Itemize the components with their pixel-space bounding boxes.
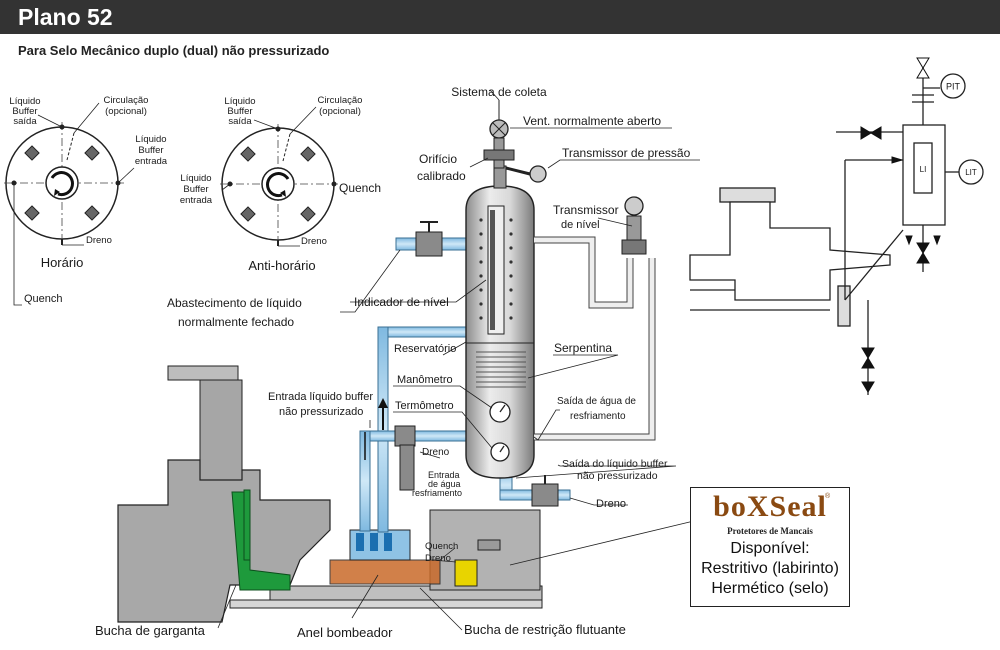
label-transmissor: Transmissor bbox=[553, 203, 619, 217]
label-nao-pressurizado-saida: não pressurizado bbox=[577, 470, 658, 482]
label-opcional: (opcional) bbox=[105, 106, 147, 117]
label-entrada: entrada bbox=[180, 195, 213, 206]
label-lit: LIT bbox=[965, 168, 977, 177]
pit-bubble bbox=[940, 73, 966, 99]
brand-line-restritivo: Restritivo (labirinto) bbox=[701, 560, 839, 577]
brand-line-disponivel: Disponível: bbox=[730, 540, 810, 557]
label-pit: PIT bbox=[946, 82, 961, 92]
label-reservatorio: Reservatório bbox=[394, 343, 456, 355]
label-saida: saída bbox=[13, 116, 37, 127]
label-sistema-coleta: Sistema de coleta bbox=[451, 85, 547, 99]
label-anel-bombeador: Anel bombeador bbox=[297, 625, 393, 640]
registered-mark: ® bbox=[825, 493, 831, 500]
label-li: LI bbox=[920, 165, 927, 174]
label-indicador-nivel: Indicador de nível bbox=[354, 295, 449, 309]
pump-casing bbox=[117, 365, 543, 623]
label-quench: Quench bbox=[24, 293, 63, 305]
valve-dreno-bottom bbox=[531, 475, 559, 507]
boxseal-tagline: Protetores de Mancais bbox=[727, 526, 813, 536]
label-liquido: Líquido bbox=[9, 96, 40, 107]
callout-labels: Sistema de coleta Vent. normalmente aber… bbox=[95, 85, 691, 640]
label-buffer: Buffer bbox=[227, 106, 252, 117]
header-bar: Plano 52 bbox=[0, 0, 1000, 34]
label-de-nivel: de nível bbox=[561, 219, 600, 231]
label-calibrado: calibrado bbox=[417, 169, 466, 183]
label-dreno-valve: Dreno bbox=[422, 447, 450, 458]
right-schematic bbox=[689, 60, 960, 395]
label-manometro: Manômetro bbox=[397, 374, 453, 386]
label-liquido: Líquido bbox=[135, 134, 166, 145]
brand-line-hermetico: Hermético (selo) bbox=[711, 580, 829, 597]
label-entrada: entrada bbox=[135, 156, 168, 167]
label-normalmente-fechado: normalmente fechado bbox=[178, 315, 294, 329]
label-quench: Quench bbox=[339, 181, 381, 195]
reservoir-vessel bbox=[465, 165, 535, 479]
label-bucha-restricao: Bucha de restrição flutuante bbox=[464, 622, 626, 637]
label-horario: Horário bbox=[41, 255, 84, 270]
label-serpentina: Serpentina bbox=[554, 341, 612, 355]
label-quench-seal: Quench bbox=[425, 541, 458, 552]
level-transmitter bbox=[534, 196, 656, 441]
label-dreno: Dreno bbox=[86, 235, 112, 246]
label-circulacao: Circulação bbox=[104, 95, 149, 106]
vent-and-pressure-instruments bbox=[483, 100, 547, 183]
flange-horario-labels: Líquido Buffer saída Circulação (opciona… bbox=[9, 95, 167, 305]
label-opcional: (opcional) bbox=[319, 106, 361, 117]
valve-entrada-buffer bbox=[394, 425, 416, 491]
label-saida-agua: Saída de água de bbox=[557, 396, 636, 407]
boxseal-logo: boXSeal bbox=[713, 490, 827, 523]
page-title: Plano 52 bbox=[18, 4, 113, 30]
label-bucha-garganta: Bucha de garganta bbox=[95, 623, 206, 638]
leader-lines bbox=[217, 89, 700, 631]
page-subtitle: Para Selo Mecânico duplo (dual) não pres… bbox=[18, 43, 330, 58]
label-buffer: Buffer bbox=[12, 106, 37, 117]
flange-anti-horario bbox=[220, 106, 338, 247]
label-entrada-buffer: Entrada líquido buffer bbox=[268, 391, 373, 403]
label-dreno: Dreno bbox=[301, 236, 327, 247]
label-liquido: Líquido bbox=[224, 96, 255, 107]
label-dreno-seal: Dreno bbox=[425, 553, 451, 564]
lit-bubble bbox=[958, 159, 984, 185]
label-resfriamento-entrada: resfriamento bbox=[412, 488, 462, 498]
label-anti-horario: Anti-horário bbox=[248, 258, 315, 273]
label-abastecimento: Abastecimento de líquido bbox=[167, 296, 302, 310]
label-circulacao: Circulação bbox=[318, 95, 363, 106]
label-buffer: Buffer bbox=[138, 145, 163, 156]
label-entrada: Entrada bbox=[428, 470, 460, 480]
label-resfriamento: resfriamento bbox=[570, 411, 626, 422]
label-transmissor-pressao: Transmissor de pressão bbox=[562, 146, 691, 160]
label-de-agua: de água bbox=[428, 479, 461, 489]
right-schematic-valves bbox=[860, 57, 941, 393]
label-termometro: Termômetro bbox=[395, 400, 454, 412]
label-buffer: Buffer bbox=[183, 184, 208, 195]
label-orificio: Orifício bbox=[419, 152, 457, 166]
label-liquido: Líquido bbox=[180, 173, 211, 184]
valve-abastecimento bbox=[415, 221, 443, 257]
label-saida-buffer: Saída do líquido buffer bbox=[562, 458, 668, 470]
label-nao-pressurizado: não pressurizado bbox=[279, 406, 363, 418]
label-vent: Vent. normalmente aberto bbox=[523, 114, 661, 128]
flange-anti-horario-labels: Líquido Buffer saída Circulação (opciona… bbox=[180, 95, 381, 273]
instrument-bubbles: PIT LI LIT bbox=[920, 73, 984, 185]
flange-horario bbox=[4, 102, 135, 306]
boxseal-ad-box: boXSeal ® Protetores de Mancais Disponív… bbox=[690, 487, 850, 607]
label-dreno-bottom: Dreno bbox=[596, 498, 626, 510]
label-saida: saída bbox=[228, 116, 252, 127]
